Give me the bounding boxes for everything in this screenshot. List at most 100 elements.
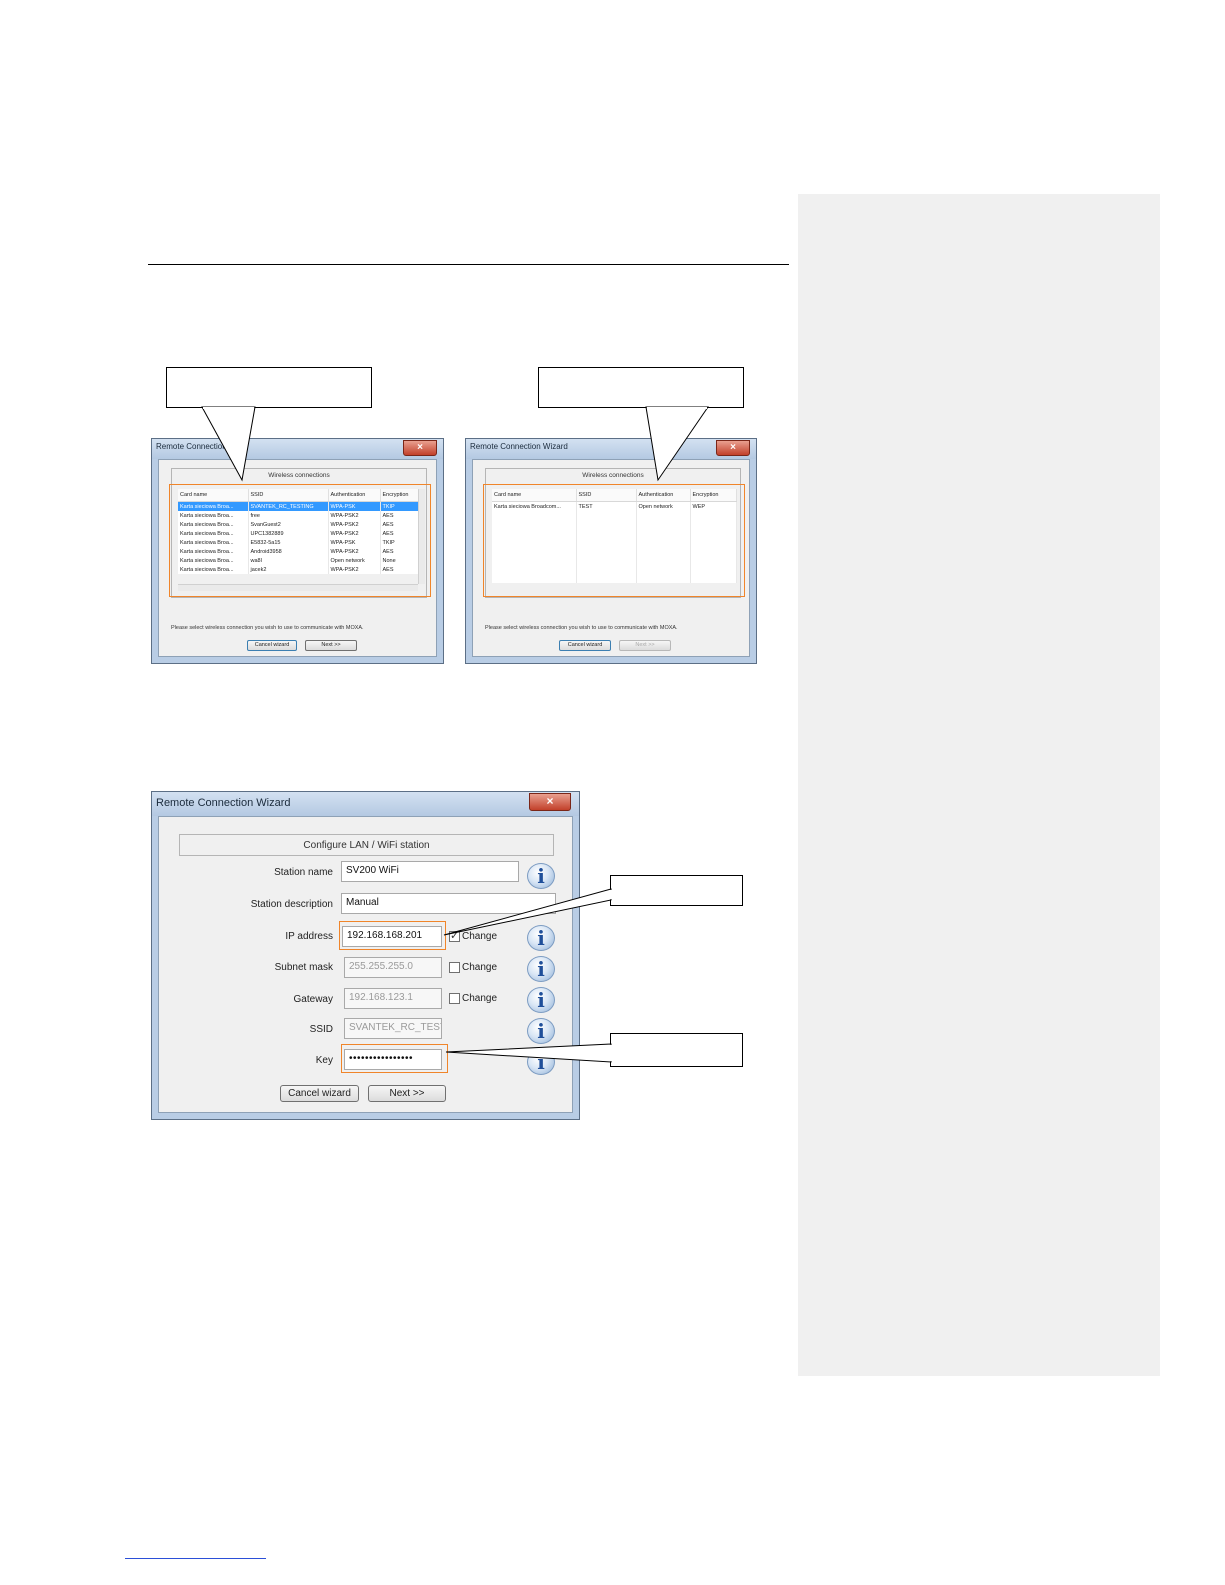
column-header[interactable]: SSID [248,489,329,502]
table-cell: TKIP [380,501,419,511]
highlight-frame [339,921,446,950]
gateway-change-checkbox[interactable] [449,993,460,1004]
key-password-input[interactable]: •••••••••••••••• [344,1049,442,1070]
station-name-input[interactable]: SV200 WiFi [341,861,519,882]
comment-pane [798,194,1160,1376]
station-description-input[interactable]: Manual [341,893,556,914]
cancel-wizard-button[interactable]: Cancel wizard [559,640,611,651]
table-cell: WPA-PSK2 [328,529,381,538]
ip-change-checkbox[interactable] [449,929,460,942]
table-cell: WPA-PSK2 [328,547,381,556]
table-cell: Karta sieciowa Broa... [178,538,249,547]
table-cell: AES [380,547,419,556]
gateway-input[interactable]: 192.168.123.1 [344,988,442,1009]
callout-box-left [166,367,372,408]
window-title: Remote Connection Wizard [156,797,291,809]
callout-box-ip [610,875,743,906]
station-description-label: Station description [250,899,333,910]
vertical-scrollbar[interactable] [418,489,425,584]
table-cell: E5832-5a15 [248,538,329,547]
title-bar[interactable]: Remote Connection Wizard × [466,439,756,459]
info-icon[interactable]: i [527,987,555,1013]
column-header[interactable]: Authentication [328,489,381,502]
table-header-row: Card name SSID Authentication Encryption [492,489,737,502]
horizontal-scrollbar[interactable] [178,584,418,591]
wireless-connections-table[interactable]: Card name SSID Authentication Encryption… [492,489,737,583]
table-row [492,574,737,583]
table-cell: Karta sieciowa Broa... [178,556,249,565]
wizard-window-configure-station: Remote Connection Wizard × Configure LAN… [151,791,580,1120]
wizard-window-wireless-single: Remote Connection Wizard × Wireless conn… [465,438,757,664]
table-cell: WEP [690,501,737,511]
group-title: Wireless connections [268,472,330,479]
info-icon[interactable]: i [527,925,555,951]
table-row[interactable]: Karta sieciowa Broa...SVANTEK_RC_TESTING… [178,501,419,511]
change-label: Change [462,962,498,973]
group-title: Wireless connections [582,472,644,479]
gateway-label: Gateway [293,994,333,1005]
table-row [492,556,737,565]
close-icon[interactable]: × [403,440,437,456]
table-row [492,511,737,520]
ip-address-input[interactable]: 192.168.168.201 [342,926,442,947]
cancel-wizard-button[interactable]: Cancel wizard [280,1085,359,1102]
change-label: Change [462,993,498,1004]
info-icon[interactable]: i [527,1018,555,1044]
next-button[interactable]: Next >> [619,640,671,651]
table-cell: WPA-PSK [328,501,381,511]
wireless-connections-group: Wireless connections Card name SSID Auth… [485,468,741,598]
ssid-label: SSID [309,1024,333,1035]
window-title: Remote Connection W [156,442,237,451]
table-cell: Karta sieciowa Broa... [178,520,249,529]
wireless-connections-table[interactable]: Card name SSID Authentication Encryption… [178,489,419,574]
table-cell: None [380,556,419,565]
column-header[interactable]: Encryption [380,489,419,502]
info-icon[interactable]: i [527,1049,555,1075]
table-cell: Open network [328,556,381,565]
column-header[interactable]: Card name [492,489,577,502]
change-label: Change [462,931,498,942]
table-cell: Karta sieciowa Broadcom... [492,501,577,511]
column-header[interactable]: Authentication [636,489,691,502]
cancel-wizard-button[interactable]: Cancel wizard [247,640,297,651]
subnet-mask-input[interactable]: 255.255.255.0 [344,957,442,978]
table-cell: SVANTEK_RC_TESTING [248,501,329,511]
table-cell: Karta sieciowa Broa... [178,501,249,511]
close-icon[interactable]: × [716,440,750,456]
dialog-client: Wireless connections Card name SSID Auth… [158,459,437,657]
table-row [492,547,737,556]
table-header-row: Card name SSID Authentication Encryption [178,489,419,502]
info-icon[interactable]: i [527,863,555,889]
table-row [492,565,737,574]
title-bar[interactable]: Remote Connection W × [152,439,443,459]
table-cell: TEST [576,501,637,511]
column-header[interactable]: Card name [178,489,249,502]
ssid-input[interactable]: SVANTEK_RC_TESTIN [344,1018,442,1039]
highlight-frame [169,484,431,597]
next-button[interactable]: Next >> [368,1085,446,1102]
close-icon[interactable]: × [529,793,571,811]
table-cell: Karta sieciowa Broa... [178,547,249,556]
ip-address-label: IP address [285,931,333,942]
table-cell: AES [380,529,419,538]
title-bar[interactable]: Remote Connection Wizard × [152,792,579,816]
wizard-window-wireless-list: Remote Connection W × Wireless connectio… [151,438,444,664]
section-title: Configure LAN / WiFi station [303,840,430,851]
callout-box-key [610,1033,743,1067]
next-button[interactable]: Next >> [305,640,357,651]
info-icon[interactable]: i [527,956,555,982]
table-row [492,538,737,547]
instruction-text: Please select wireless connection you wi… [485,625,678,631]
subnet-change-checkbox[interactable] [449,962,460,973]
table-cell: UPC1382889 [248,529,329,538]
column-header[interactable]: Encryption [690,489,737,502]
column-header[interactable]: SSID [576,489,637,502]
